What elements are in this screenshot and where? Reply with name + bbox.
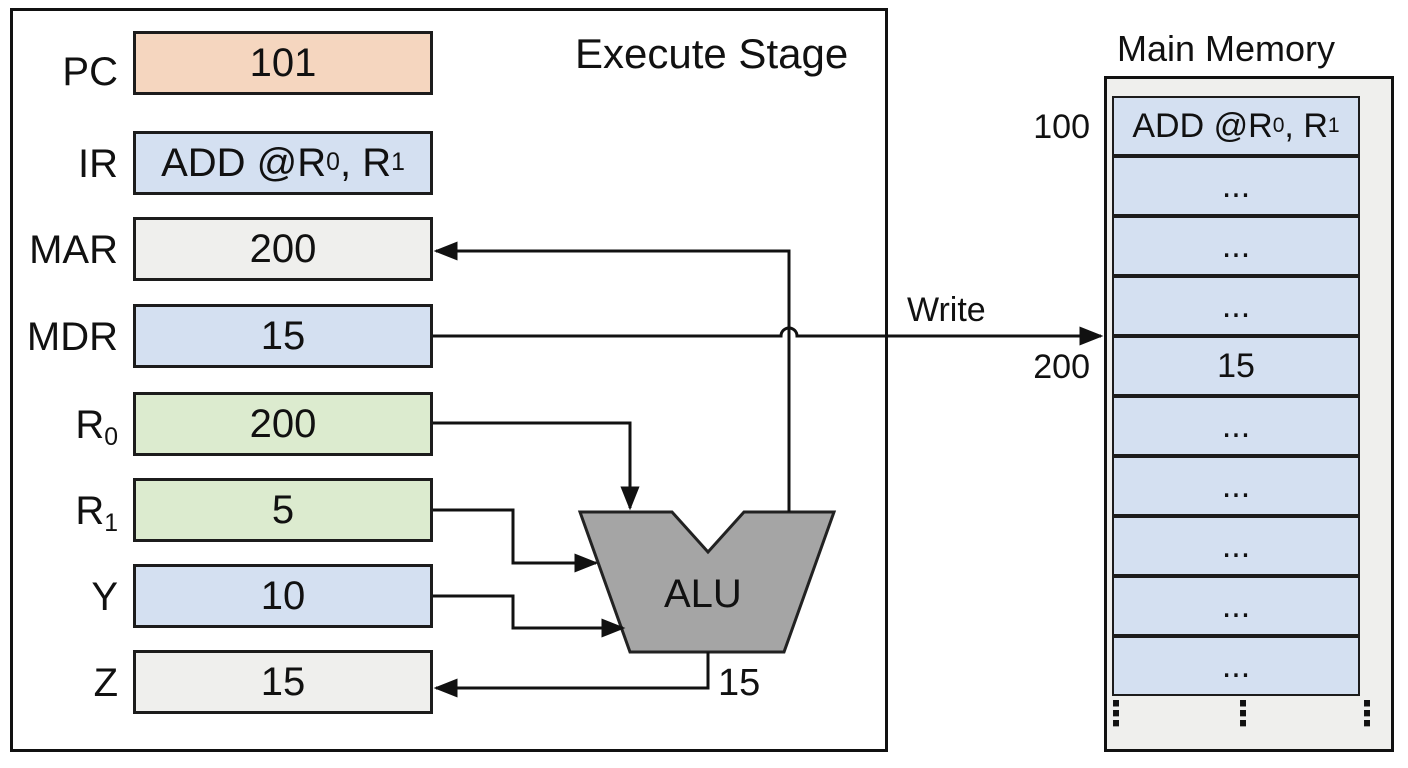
reg-z: 15 — [133, 650, 433, 714]
memory-cell: ... — [1112, 216, 1360, 276]
alu-label: ALU — [664, 572, 742, 616]
memory-continuation: ⋮ — [1350, 695, 1384, 733]
memory-continuation: ⋮ — [1226, 695, 1260, 733]
memory-continuation: ⋮ — [1099, 695, 1133, 733]
reg-mar: 200 — [133, 217, 433, 281]
memory-cell: ... — [1112, 636, 1360, 696]
memory-address: 200 — [1033, 348, 1090, 386]
memory-cell: ... — [1112, 156, 1360, 216]
memory-cell: ... — [1112, 396, 1360, 456]
reg-pc: 101 — [133, 31, 433, 95]
reg-label-mar: MAR — [29, 228, 118, 272]
reg-y: 10 — [133, 564, 433, 628]
memory-cell: ... — [1112, 456, 1360, 516]
reg-label-r1: R1 — [75, 489, 118, 537]
wire-alu-to-mar — [433, 241, 791, 512]
memory-cell: ... — [1112, 276, 1360, 336]
wire-y-to-alu — [433, 594, 626, 638]
reg-r0: 200 — [133, 392, 433, 456]
reg-label-pc: PC — [62, 50, 118, 94]
memory-title: Main Memory — [1117, 28, 1336, 69]
memory-address: 100 — [1033, 108, 1090, 146]
reg-label-y: Y — [91, 575, 118, 619]
reg-label-r0: R0 — [75, 403, 118, 451]
alu-output-value: 15 — [718, 662, 761, 704]
stage-title: Execute Stage — [575, 30, 849, 77]
memory-cell: 15 — [1112, 336, 1360, 396]
memory-cell: ... — [1112, 576, 1360, 636]
reg-mdr: 15 — [133, 304, 433, 368]
reg-label-mdr: MDR — [26, 315, 118, 359]
reg-label-z: Z — [93, 661, 118, 705]
wire-r0-to-alu — [433, 421, 640, 511]
wire-r1-to-alu — [433, 508, 599, 573]
write-label: Write — [907, 291, 986, 329]
memory-cell: ... — [1112, 516, 1360, 576]
wire-mdr-to-memory — [433, 326, 1104, 346]
wire-alu-to-z — [433, 652, 710, 698]
reg-label-ir: IR — [78, 142, 118, 186]
reg-r1: 5 — [133, 478, 433, 542]
